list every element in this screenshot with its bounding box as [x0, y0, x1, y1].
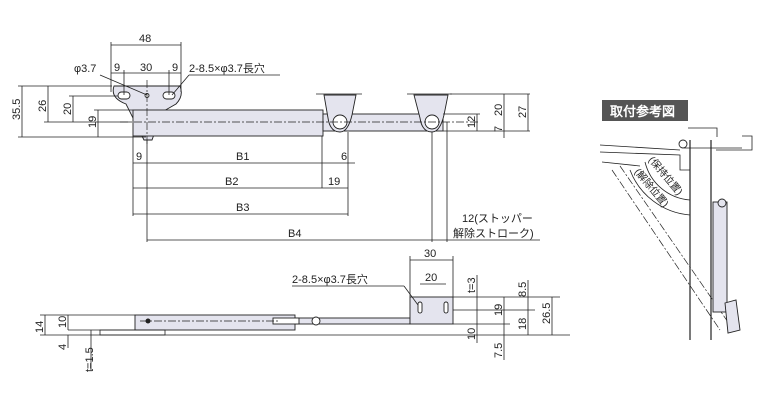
right-bracket-side	[409, 296, 454, 325]
right-bracket	[323, 94, 357, 133]
side-view: 14 10 4 t=1.5 30 20 2-8.5×φ3.7長穴 t=3 10 …	[34, 248, 570, 372]
dim-20-right: 20	[493, 104, 505, 116]
stopper-stroke-label-1: 12(ストッパー	[462, 212, 533, 225]
base-plate	[99, 329, 166, 336]
slot-hole	[417, 301, 423, 314]
dim-t1-5: t=1.5	[84, 347, 96, 372]
slot-hole	[443, 301, 449, 314]
dim-30: 30	[140, 62, 152, 74]
slot-label-side: 2-8.5×φ3.7長穴	[292, 272, 368, 286]
dim-t3: t=3	[466, 277, 478, 293]
dim-B2: B2	[225, 176, 238, 188]
reference-title: 取付参考図	[610, 104, 675, 119]
right-bracket	[413, 94, 449, 133]
hole-label: φ3.7	[74, 63, 96, 75]
stopper-stroke-label-2: 解除ストローク)	[453, 226, 534, 240]
dim-9-bottom: 9	[136, 151, 142, 163]
mounting-reference: 取付参考図 (保持位置) (解除位置)	[599, 100, 753, 340]
dim-18: 18	[517, 318, 529, 330]
dim-7: 7	[493, 126, 505, 132]
dim-27: 27	[517, 106, 529, 118]
dim-6: 6	[341, 151, 347, 163]
reference-title-box	[602, 100, 688, 121]
top-view: 48 9 30 9 φ3.7 2-8.5×φ3.7長穴 35.5 26 20 1…	[11, 33, 540, 242]
dim-19: 19	[87, 116, 99, 128]
pivot	[311, 316, 321, 326]
dim-35-5: 35.5	[11, 99, 23, 120]
dim-10-side: 10	[466, 328, 478, 340]
dim-7-5: 7.5	[493, 343, 505, 358]
damper-cylinder	[132, 109, 324, 137]
damper-upright	[712, 201, 728, 313]
dim-10: 10	[57, 316, 69, 328]
dim-4: 4	[57, 344, 69, 350]
dim-30-side: 30	[424, 248, 436, 260]
dim-B3: B3	[236, 202, 249, 214]
dim-12: 12	[466, 116, 478, 128]
dim-26: 26	[37, 100, 49, 112]
dim-19-bottom: 19	[328, 176, 340, 188]
dim-9: 9	[172, 62, 178, 74]
damper-rod	[322, 113, 444, 132]
dim-14: 14	[34, 321, 46, 333]
dim-20: 20	[62, 103, 74, 115]
dim-B1: B1	[236, 151, 249, 163]
dim-B4: B4	[288, 228, 301, 240]
dim-19-side: 19	[493, 304, 505, 316]
damper-cylinder-side	[134, 314, 296, 331]
dim-20-side: 20	[425, 272, 437, 284]
dim-8-5: 8.5	[517, 282, 529, 297]
dim-48: 48	[139, 33, 151, 45]
dim-26-5: 26.5	[541, 303, 553, 324]
dim-9: 9	[114, 62, 120, 74]
slot-label: 2-8.5×φ3.7長穴	[189, 61, 265, 75]
